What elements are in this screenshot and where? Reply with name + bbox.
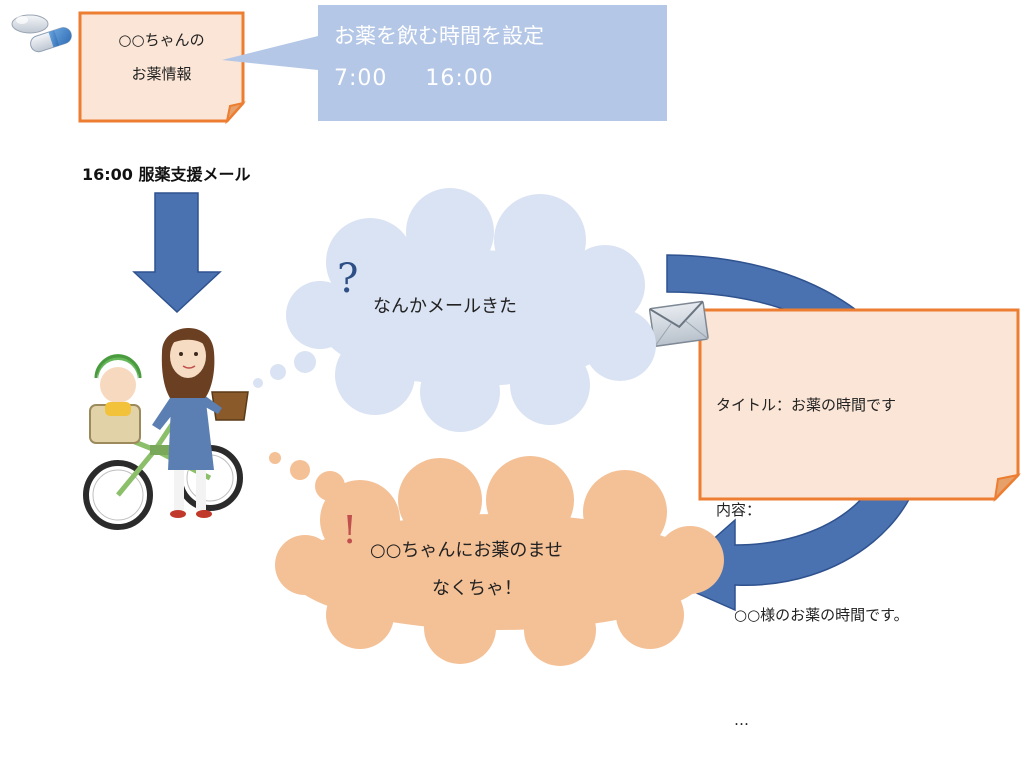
arrow-down-icon: [132, 192, 222, 314]
thought-bottom-line1: ○○ちゃんにお薬のませ: [370, 540, 563, 561]
mail-heading: 16:00 服薬支援メール: [82, 165, 251, 184]
thought-cloud-top: [253, 188, 656, 432]
info-note-text: ○○ちゃんの お薬情報: [80, 23, 243, 91]
thought-cloud-bottom: [269, 452, 724, 666]
email-title-line: タイトル：お薬の時間です: [716, 396, 897, 414]
diagram-canvas: [11, 5, 1021, 666]
schedule-callout: [222, 5, 667, 121]
info-note: [78, 11, 246, 125]
schedule-time-2: 16:00: [425, 66, 494, 91]
info-note-line1: ○○ちゃんの: [118, 31, 205, 49]
mother-bicycle-illustration: [83, 327, 249, 530]
question-mark: ?: [337, 256, 359, 302]
email-ellipsis: …: [734, 711, 749, 729]
schedule-times: 7:00 16:00: [334, 66, 494, 91]
pills-icon: [11, 14, 72, 53]
schedule-time-1: 7:00: [334, 66, 388, 91]
thought-top-text: なんかメールきた: [373, 296, 517, 317]
info-note-line2: お薬情報: [131, 65, 192, 83]
exclamation-mark: !: [342, 508, 358, 552]
thought-bottom-line2: なくちゃ！: [432, 578, 522, 599]
email-note: [698, 308, 1021, 502]
email-body-line: ○○様のお薬の時間です。: [734, 606, 909, 624]
envelope-icon: [648, 300, 709, 347]
schedule-title: お薬を飲む時間を設定: [334, 24, 544, 48]
email-content: タイトル：お薬の時間です 内容： ○○様のお薬の時間です。 …: [716, 318, 909, 773]
email-body-label: 内容：: [716, 501, 762, 519]
